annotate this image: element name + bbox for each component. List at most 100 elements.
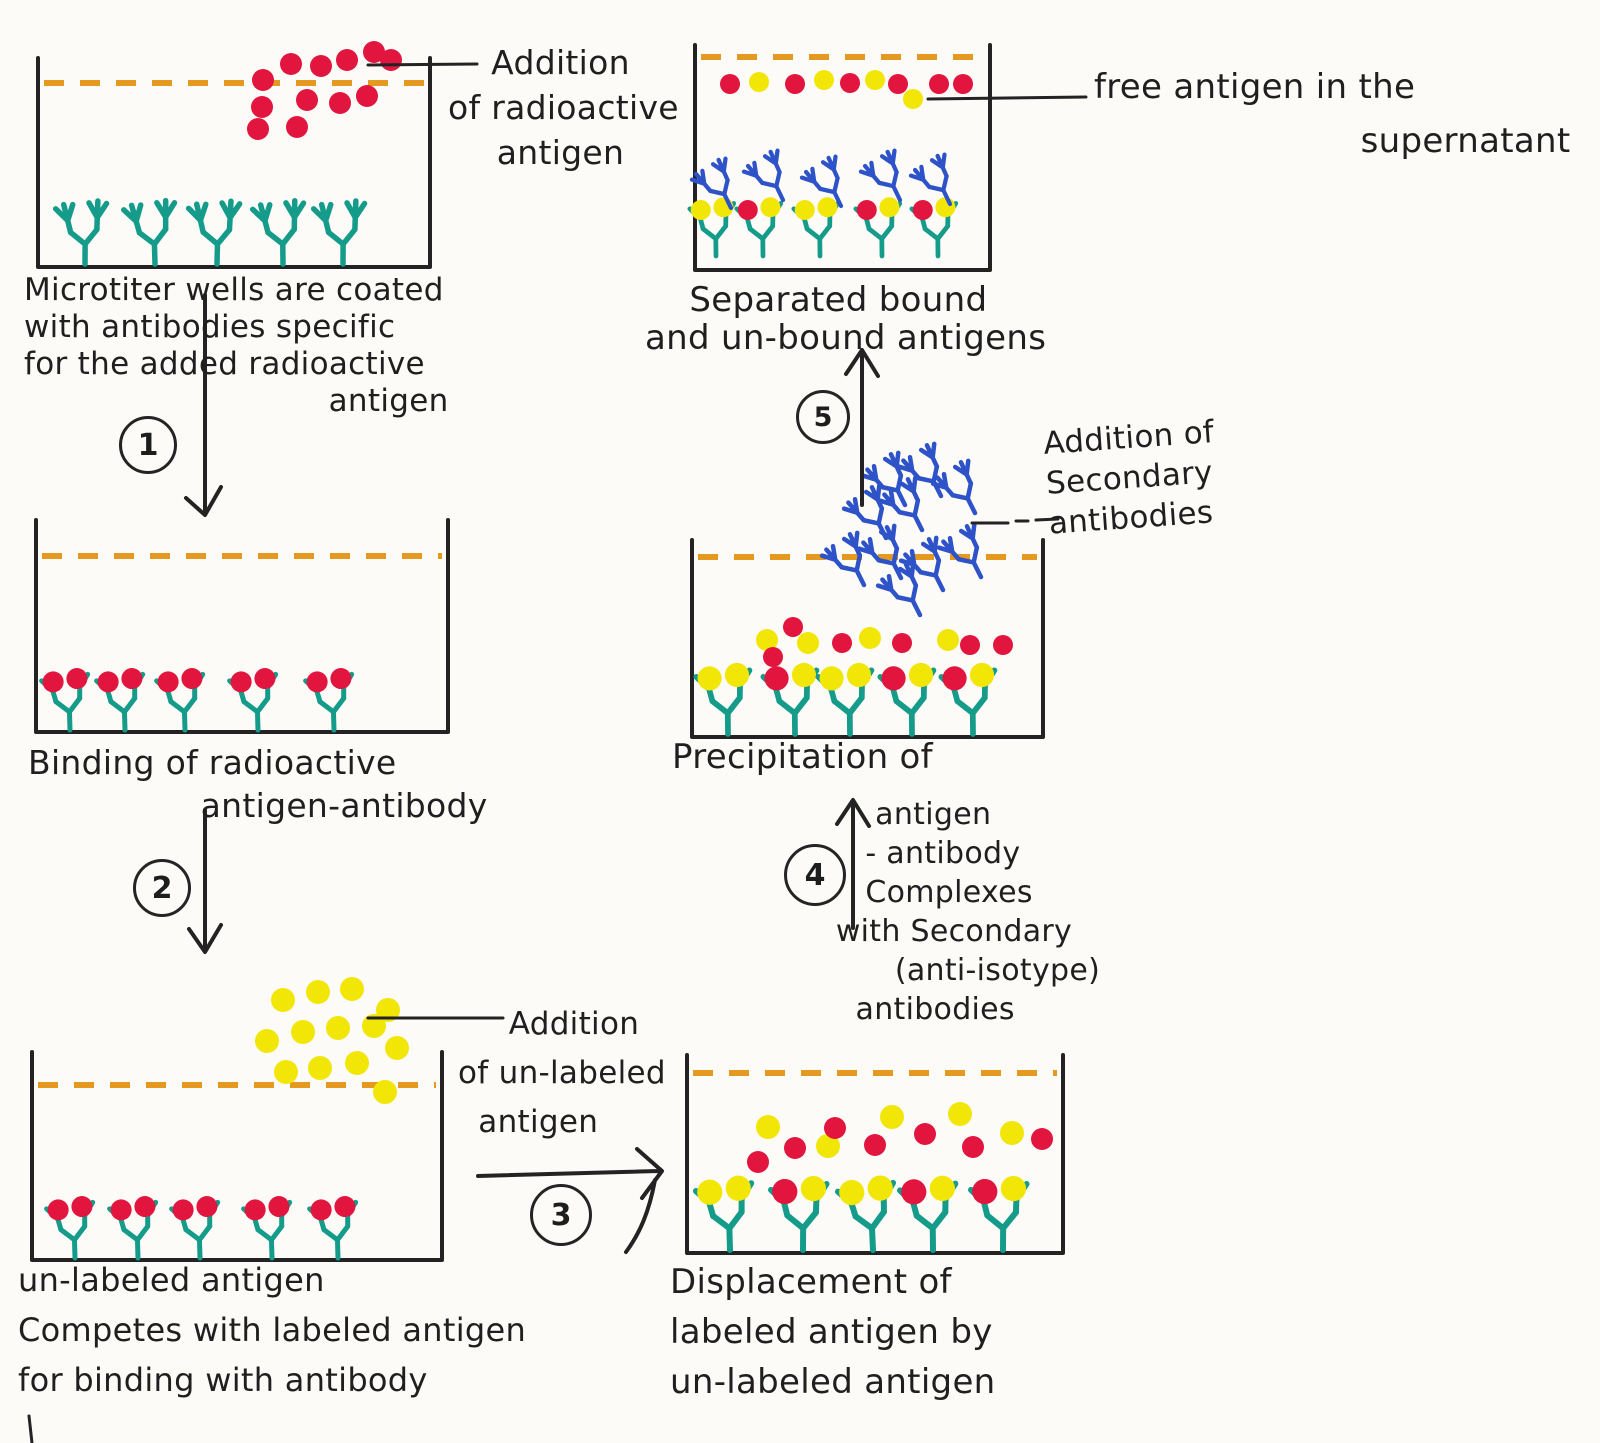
- unlabeled-antigen-dot: [760, 197, 781, 218]
- primary-antibody-icon: [228, 667, 283, 733]
- unlabeled-antigen-dot: [937, 629, 959, 651]
- radioactive-antigen-dot: [356, 85, 378, 107]
- radioactive-antigen-dot: [363, 41, 385, 63]
- primary-antibody-icon: [836, 1173, 903, 1254]
- unlabeled-antigen-dot: [724, 662, 750, 688]
- radioactive-antigen-dot: [881, 666, 906, 691]
- unlabeled-antigen-dot: [903, 89, 923, 109]
- panel5-caption-rest: antigen - antibody Complexes with Second…: [835, 797, 1101, 1027]
- unlabeled-antigen-dot: [340, 977, 364, 1001]
- unlabeled-antigen-dot: [797, 632, 819, 654]
- radioactive-antigen-dot: [172, 1199, 194, 1221]
- panel6-caption: Separated bound and un-bound antigens: [645, 280, 1047, 358]
- radioactive-antigen-dot: [181, 668, 203, 690]
- primary-antibody-icon: [898, 1174, 963, 1253]
- unlabeled-antigen-dot: [819, 666, 844, 691]
- radioactive-antigen-dot: [914, 1123, 936, 1145]
- unlabeled-antigen-dot: [274, 1060, 298, 1084]
- panel2-caption: Binding of radioactive antigen-antibody: [28, 743, 488, 825]
- unlabeled-antigen-dot: [879, 197, 900, 218]
- microtiter-well: [685, 1053, 1065, 1255]
- unlabeled-antigen-dot: [373, 1080, 397, 1104]
- primary-antibody-icon: [817, 661, 879, 737]
- radioactive-antigen-dot: [783, 617, 803, 637]
- unlabeled-antigen-dot: [690, 200, 711, 220]
- radioactive-antigen-dot: [334, 1196, 356, 1218]
- panel1-caption: Microtiter wells are coated with antibod…: [24, 272, 449, 419]
- panel1-label: Addition of radioactive antigen: [448, 43, 679, 172]
- radioactive-antigen-dot: [196, 1196, 218, 1218]
- unlabeled-antigen-dot: [791, 662, 817, 688]
- unlabeled-antigen-dot: [839, 1180, 865, 1206]
- primary-antibody-icon: [170, 1195, 225, 1261]
- unlabeled-antigen-dot: [865, 70, 885, 90]
- radioactive-antigen-dot: [286, 116, 308, 138]
- unlabeled-antigen-dot: [255, 1029, 279, 1053]
- primary-antibody-icon: [123, 198, 183, 267]
- radioactive-antigen-dot: [1031, 1128, 1053, 1150]
- radioactive-antigen-dot: [892, 633, 912, 653]
- panel3-label: Addition of un-labeled antigen: [458, 1006, 666, 1140]
- unlabeled-antigen-dot: [1000, 1175, 1027, 1202]
- radioactive-antigen-dot: [960, 635, 980, 655]
- radioactive-antigen-dot: [230, 671, 252, 693]
- unlabeled-antigen-dot: [291, 1020, 315, 1044]
- radioactive-antigen-dot: [901, 1179, 927, 1205]
- radioactive-antigen-dot: [737, 200, 758, 220]
- radioactive-antigen-dot: [254, 668, 276, 690]
- primary-antibody-icon: [313, 199, 371, 267]
- primary-antibody-icon: [879, 661, 941, 737]
- radioactive-antigen-dot: [306, 671, 328, 693]
- radioactive-antigen-dot: [929, 74, 949, 94]
- radioactive-antigen-dot: [747, 1151, 769, 1173]
- unlabeled-antigen-dot: [697, 666, 722, 691]
- label-pointer-line: [366, 62, 479, 67]
- microtiter-well: [30, 1050, 444, 1262]
- radioactive-antigen-dot: [864, 1134, 886, 1156]
- radioactive-antigen-dot: [972, 1178, 998, 1205]
- primary-antibody-icon: [308, 1195, 363, 1261]
- primary-antibody-icon: [252, 198, 311, 266]
- radioactive-antigen-dot: [296, 89, 318, 111]
- microtiter-well: [36, 56, 432, 269]
- label-pointer-line: [1034, 517, 1060, 522]
- primary-antibody-icon: [40, 667, 95, 733]
- radioactive-antigen-dot: [840, 73, 860, 93]
- unlabeled-antigen-dot: [969, 662, 995, 688]
- primary-antibody-icon: [911, 196, 962, 258]
- unlabeled-antigen-dot: [794, 200, 815, 220]
- radioactive-antigen-dot: [772, 1178, 798, 1205]
- unlabeled-antigen-dot: [880, 1105, 904, 1129]
- radioactive-antigen-dot: [953, 74, 973, 94]
- step-1-badge: 1: [119, 416, 177, 474]
- radioactive-antigen-dot: [121, 668, 143, 690]
- primary-antibody-icon: [45, 1195, 100, 1261]
- unlabeled-antigen-dot: [749, 72, 769, 92]
- unlabeled-antigen-dot: [929, 1175, 955, 1201]
- step-arrow: [844, 348, 880, 507]
- panel5-label: Addition of Secondary antibodies: [1042, 414, 1216, 542]
- panel6-label: free antigen in the supernatant: [1094, 67, 1571, 161]
- primary-antibody-icon: [855, 196, 906, 258]
- radioactive-antigen-dot: [251, 96, 273, 118]
- primary-antibody-icon: [762, 661, 824, 737]
- radioactive-antigen-dot: [764, 666, 789, 691]
- unlabeled-antigen-dot: [697, 1179, 723, 1205]
- primary-antibody-icon: [970, 1175, 1034, 1253]
- secondary-antibody-icon: [897, 441, 960, 507]
- panel5-caption-line1: Precipitation of: [672, 737, 933, 777]
- step-2-badge: 2: [133, 859, 191, 917]
- radioactive-antigen-dot: [832, 633, 852, 653]
- radioactive-antigen-dot: [942, 666, 967, 691]
- primary-antibody-icon: [694, 1174, 760, 1254]
- unlabeled-antigen-dot: [308, 1056, 332, 1080]
- radioactive-antigen-dot: [66, 668, 88, 690]
- unlabeled-antigen-dot: [385, 1036, 409, 1060]
- radioactive-antigen-dot: [720, 74, 740, 94]
- unlabeled-antigen-dot: [725, 1175, 751, 1201]
- unlabeled-antigen-dot: [817, 197, 838, 218]
- radioactive-antigen-dot: [247, 118, 269, 140]
- unlabeled-antigen-dot: [816, 1134, 840, 1158]
- radioactive-antigen-dot: [380, 49, 402, 71]
